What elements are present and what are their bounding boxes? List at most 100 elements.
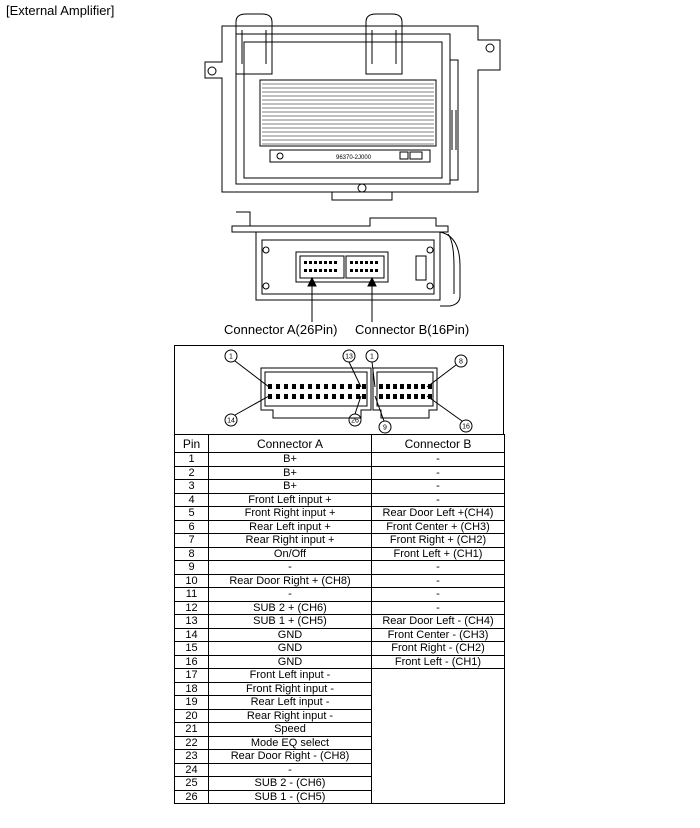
pin-number: 5 <box>174 506 209 521</box>
connector-b-function: Front Left + (CH1) <box>371 546 505 561</box>
header-connector-a: Connector A <box>208 434 372 453</box>
pin-number: 24 <box>174 762 209 777</box>
pin-number: 10 <box>174 573 209 588</box>
connector-b-function: Front Right - (CH2) <box>371 641 505 656</box>
pin-number: 25 <box>174 776 209 791</box>
connector-a-function: - <box>208 587 372 602</box>
callout-b-pin16: 16 <box>462 424 470 431</box>
connector-a-function: SUB 2 - (CH6) <box>208 776 372 791</box>
pin-number: 3 <box>174 479 209 494</box>
connector-a-function: Rear Left input - <box>208 695 372 710</box>
callout-b-pin8: 8 <box>459 359 463 366</box>
connector-b-function: Front Center - (CH3) <box>371 627 505 642</box>
pin-number: 20 <box>174 708 209 723</box>
connector-a-function: Front Right input - <box>208 681 372 696</box>
pin-number: 6 <box>174 519 209 534</box>
connector-a-function: GND <box>208 627 372 642</box>
connector-b-function: - <box>371 573 505 588</box>
table-header-row: Pin Connector A Connector B <box>174 434 505 453</box>
connector-face-drawing: 1 13 1 8 14 26 9 16 <box>224 349 473 434</box>
pin-number: 15 <box>174 641 209 656</box>
connector-b-function: - <box>371 600 505 615</box>
connector-b-function: - <box>371 560 505 575</box>
pin-number: 8 <box>174 546 209 561</box>
callout-a-pin26: 26 <box>351 418 359 425</box>
connector-b-function: - <box>371 479 505 494</box>
connector-a-function: B+ <box>208 479 372 494</box>
connector-a-function: SUB 2 + (CH6) <box>208 600 372 615</box>
callout-a-pin13: 13 <box>345 354 353 361</box>
connector-b-function: Front Right + (CH2) <box>371 533 505 548</box>
pin-number: 1 <box>174 452 209 467</box>
connector-b-function: Front Center + (CH3) <box>371 519 505 534</box>
connector-a-function: Front Left input - <box>208 668 372 683</box>
pin-number: 21 <box>174 722 209 737</box>
callout-a-pin1: 1 <box>229 354 233 361</box>
pin-number: 11 <box>174 587 209 602</box>
table-row: 24- <box>174 762 505 777</box>
pin-number: 14 <box>174 627 209 642</box>
pin-number: 16 <box>174 654 209 669</box>
callout-b-pin1: 1 <box>370 354 374 361</box>
pin-number: 18 <box>174 681 209 696</box>
connector-a-function: Speed <box>208 722 372 737</box>
part-number: 96370-2J000 <box>336 155 372 161</box>
connector-a-function: GND <box>208 641 372 656</box>
callout-b-pin9: 9 <box>383 425 387 432</box>
page-title: [External Amplifier] <box>6 3 115 18</box>
connector-a-function: B+ <box>208 452 372 467</box>
connector-a-function: SUB 1 + (CH5) <box>208 614 372 629</box>
connector-a-function: Front Right input + <box>208 506 372 521</box>
connector-a-function: Rear Door Right + (CH8) <box>208 573 372 588</box>
pin-number: 17 <box>174 668 209 683</box>
connector-b-label: Connector B(16Pin) <box>355 322 470 337</box>
connector-b-function: - <box>371 492 505 507</box>
header-connector-b: Connector B <box>371 434 505 453</box>
connector-b-function: - <box>371 465 505 480</box>
table-row: 9-- <box>174 560 505 575</box>
connector-a-function: - <box>208 560 372 575</box>
table-row: 11-- <box>174 587 505 602</box>
amplifier-drawing: 96370-2J000 <box>204 13 501 322</box>
connector-a-function: B+ <box>208 465 372 480</box>
pin-number: 13 <box>174 614 209 629</box>
connector-b-empty-cell <box>371 668 505 804</box>
connector-a-function: SUB 1 - (CH5) <box>208 789 372 804</box>
connector-a-function: GND <box>208 654 372 669</box>
callout-a-pin14: 14 <box>227 418 235 425</box>
connector-b-function: - <box>371 587 505 602</box>
connector-a-function: Rear Right input - <box>208 708 372 723</box>
connector-b-function: Front Left - (CH1) <box>371 654 505 669</box>
connector-a-function: - <box>208 762 372 777</box>
connector-a-function: Rear Right input + <box>208 533 372 548</box>
connector-a-function: Front Left input + <box>208 492 372 507</box>
pin-number: 26 <box>174 789 209 804</box>
connector-b-function: Rear Door Left +(CH4) <box>371 506 505 521</box>
pin-number: 19 <box>174 695 209 710</box>
connector-a-function: Rear Door Right - (CH8) <box>208 749 372 764</box>
pin-number: 4 <box>174 492 209 507</box>
connector-a-function: On/Off <box>208 546 372 561</box>
connector-b-function: Rear Door Left - (CH4) <box>371 614 505 629</box>
connector-a-function: Mode EQ select <box>208 735 372 750</box>
